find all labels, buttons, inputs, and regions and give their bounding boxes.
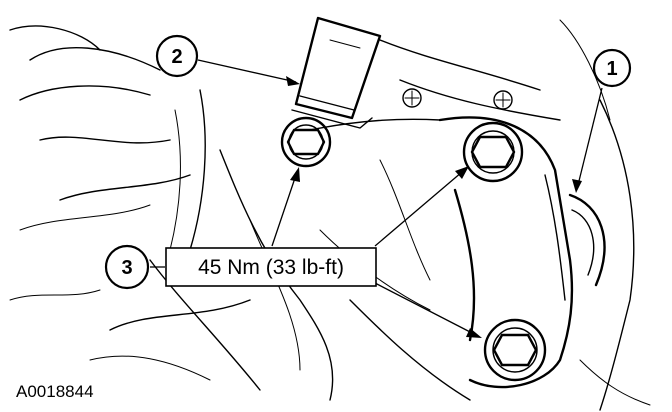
torque-spec-label: 45 Nm (33 lb-ft) xyxy=(198,256,344,279)
torque-bolt-upper-right xyxy=(462,121,524,183)
callout-1: 1 xyxy=(592,48,632,88)
callout-2-label: 2 xyxy=(171,46,182,68)
sensor-connector xyxy=(291,16,382,129)
callout-3-label: 3 xyxy=(121,257,132,279)
callout-1-label: 1 xyxy=(606,58,617,80)
callout-3: 3 xyxy=(104,244,150,290)
callout-2: 2 xyxy=(155,34,199,78)
bracket-outline xyxy=(309,116,606,389)
engine-background-sketch xyxy=(9,19,651,411)
small-upper-bolts xyxy=(402,88,513,110)
leader-lines xyxy=(150,59,603,338)
figure-id: A0018844 xyxy=(16,382,94,401)
torque-spec-box: 45 Nm (33 lb-ft) xyxy=(165,247,377,287)
torque-bolt-lower-right xyxy=(483,318,547,382)
torque-bolt-left xyxy=(280,116,332,168)
